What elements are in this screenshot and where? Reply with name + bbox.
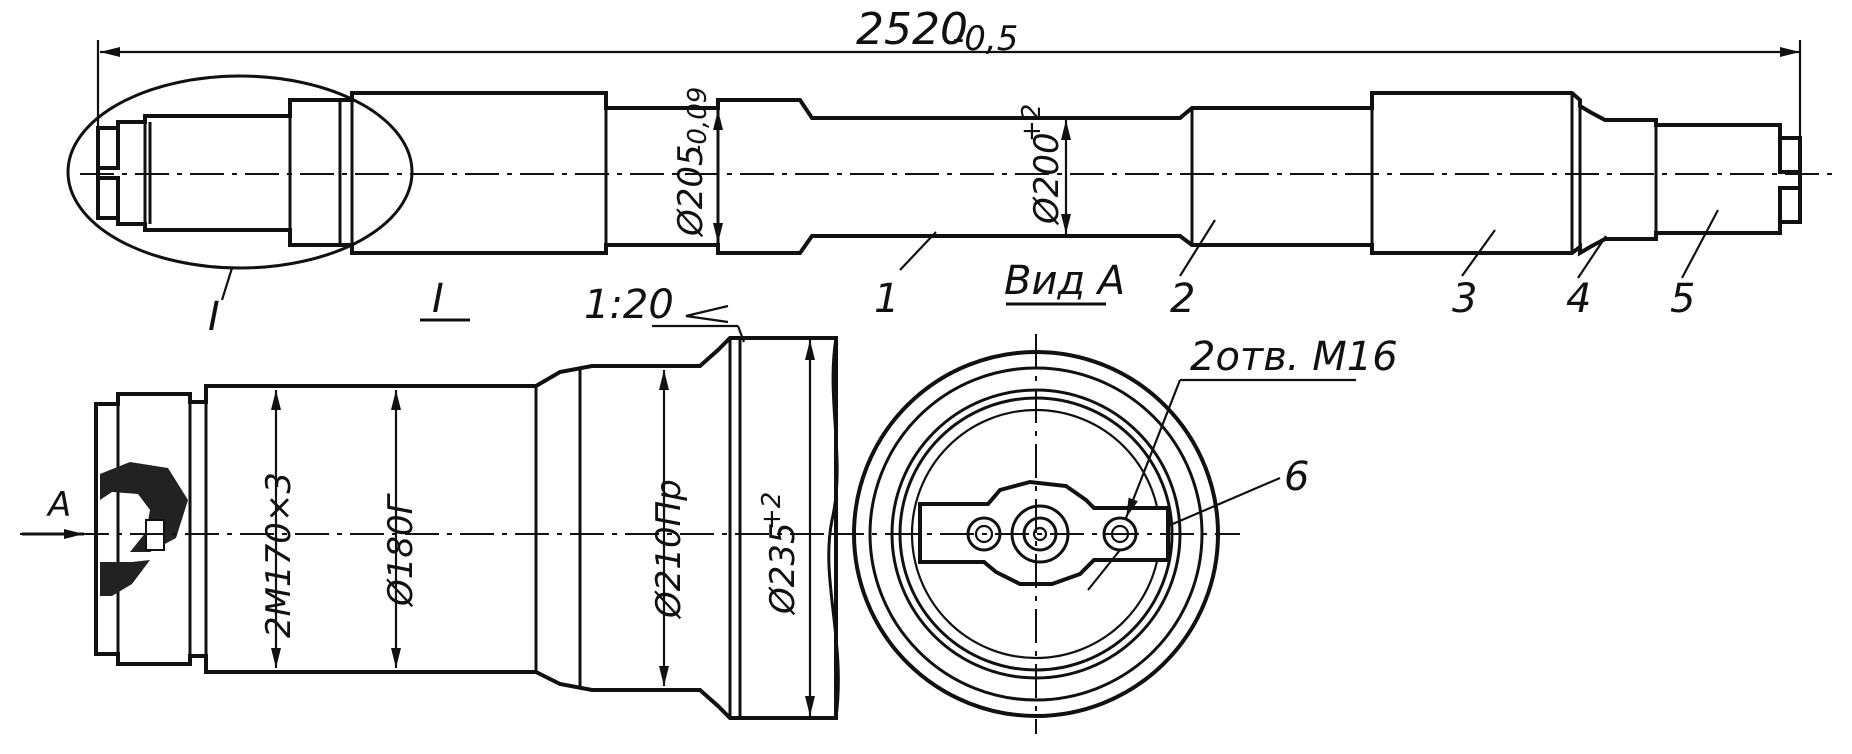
detail-hatch-region	[100, 462, 188, 552]
svg-text:Ø200: Ø200	[1027, 132, 1067, 226]
callout-3: 3	[1452, 276, 1477, 322]
callout-leaders	[899, 209, 1719, 279]
view-a-arrow-label: A	[46, 485, 71, 525]
svg-text:-0,09: -0,09	[683, 87, 713, 154]
detail-mark: I	[208, 294, 220, 340]
shaft-left-nub-top	[96, 126, 120, 170]
svg-text:+2: +2	[757, 492, 787, 530]
taper-leader-drop	[736, 325, 746, 343]
dia-180-label: Ø180Г	[381, 492, 421, 608]
view-a-hole-left-inner	[974, 524, 994, 544]
callout-4: 4	[1566, 276, 1591, 322]
detail-break-line	[827, 337, 840, 719]
callout-5: 5	[1670, 276, 1695, 322]
view-a-holes-note: 2отв. М16	[1190, 334, 1398, 380]
svg-text:Ø210Пр: Ø210Пр	[649, 479, 689, 620]
dia-235-label: Ø235 +2	[757, 492, 803, 616]
callout-1: 1	[874, 276, 899, 322]
svg-text:+2: +2	[1017, 104, 1047, 142]
taper-label: 1:20	[584, 282, 674, 328]
svg-text:Ø205: Ø205	[671, 144, 711, 238]
shaft-right-nub-bottom	[1778, 186, 1802, 224]
detail-circle	[66, 74, 414, 270]
thread-label: 2M170×3	[259, 472, 299, 638]
overall-length-tolerance: -0,5	[952, 19, 1018, 59]
dia-205-label: Ø205 -0,09	[671, 87, 713, 238]
view-a-key-plate	[918, 479, 1170, 586]
view-a-callout-6: 6	[1284, 454, 1309, 500]
dia-200-label: Ø200 +2	[1017, 104, 1067, 226]
overall-length-value: 2520	[856, 4, 968, 55]
svg-text:2M170×3: 2M170×3	[259, 472, 299, 638]
detail-step-lines	[116, 338, 742, 718]
shaft-left-nub-bottom	[96, 176, 120, 220]
callout-2: 2	[1170, 276, 1195, 322]
svg-text:Ø180Г: Ø180Г	[381, 492, 421, 608]
detail-circle-leader	[220, 267, 234, 301]
view-a: Вид А 2отв. М16 6	[830, 258, 1398, 734]
detail-view-title: I	[432, 276, 444, 322]
svg-text:Ø235: Ø235	[763, 522, 803, 616]
view-a-holes-leader	[1124, 379, 1182, 519]
view-a-holes-leader-lower	[1087, 549, 1121, 591]
detail-view-i: I A 1:20 2M170×3	[20, 276, 860, 720]
taper-symbol	[685, 304, 729, 324]
view-a-title: Вид А	[1004, 258, 1125, 304]
dia-210-label: Ø210Пр	[649, 479, 689, 620]
main-shaft-view: 2520 -0,5 Ø205 -0,09 Ø200 +2 I 1 2 3 4 5	[66, 4, 1835, 340]
view-a-center-hole	[1032, 526, 1048, 542]
shaft-right-nub-top	[1778, 136, 1802, 174]
detail-hatch-region-lower	[100, 560, 150, 596]
view-a-callout-leader	[1167, 476, 1281, 528]
